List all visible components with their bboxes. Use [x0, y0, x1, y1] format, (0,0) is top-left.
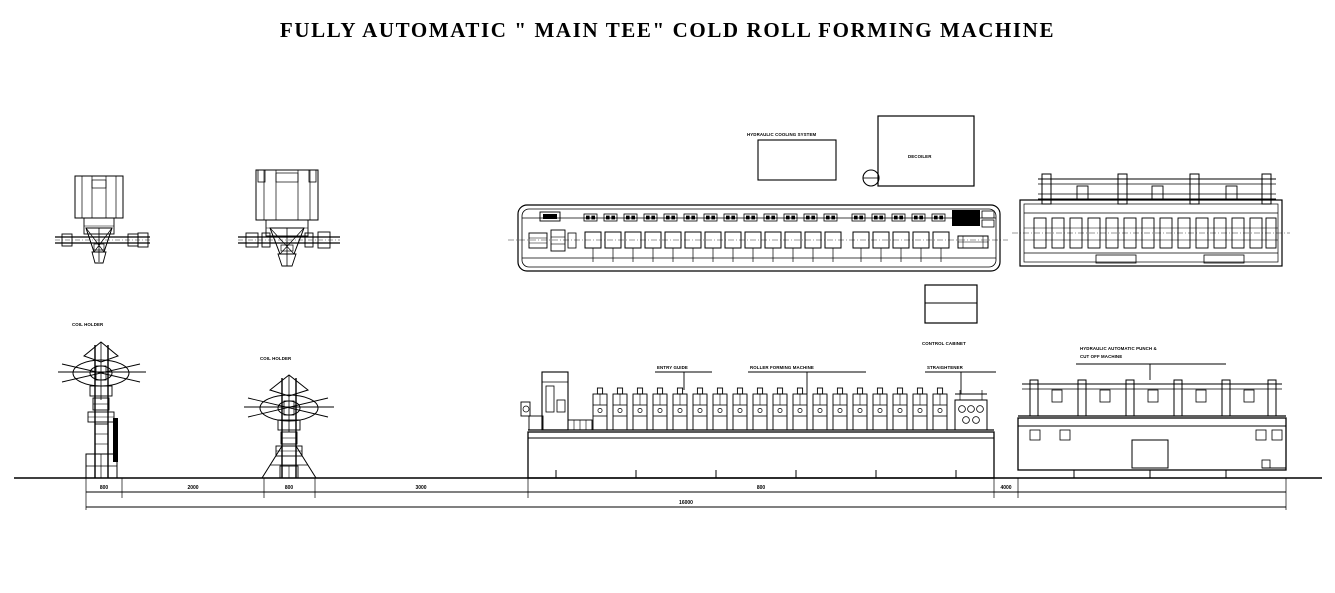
punch-die-blocks — [1033, 217, 1277, 249]
dim-seg-5: 800 — [757, 485, 766, 491]
dim-seg-3: 800 — [285, 485, 294, 491]
dim-seg-2: 2000 — [187, 485, 198, 491]
plan-station-row-upper — [583, 213, 946, 222]
control-cabinet-label: CONTROL CABINET — [922, 341, 966, 346]
dim-seg-1: 800 — [100, 485, 109, 491]
control-cabinet-plan — [924, 284, 978, 324]
punch-gantry-frames — [1038, 173, 1276, 205]
dim-seg-4: 3000 — [415, 485, 426, 491]
coil-holder-2-elevation — [244, 374, 334, 479]
straightener-label: STRAIGHTENER — [927, 365, 964, 370]
plan-station-ticks — [592, 248, 942, 262]
elevation-roll-stands — [592, 387, 948, 431]
dimension-chain: 800 2000 800 3000 800 4000 16000 — [85, 478, 1287, 510]
roll-forming-machine-plan-view — [508, 204, 1008, 272]
hydraulic-cooling-system-label: HYDRAULIC COOLING SYSTEM — [747, 132, 816, 137]
entry-guide-label: ENTRY GUIDE — [657, 365, 688, 370]
coil-holder-2-plan — [238, 169, 340, 267]
dim-overall: 16000 — [679, 500, 693, 506]
coil-holder-1-elevation — [58, 341, 146, 479]
decoiler-label: DECOILER — [908, 154, 932, 159]
straightener-elevation — [954, 390, 988, 431]
roller-forming-machine-label: ROLLER FORMING MACHINE — [750, 365, 814, 370]
punch-cutoff-label-line1: HYDRAULIC AUTOMATIC PUNCH & — [1080, 346, 1157, 351]
elevation-leader-lines — [655, 363, 1226, 394]
coil-holder-1-label: COIL HOLDER — [72, 322, 104, 327]
punch-elevation-posts — [1022, 379, 1282, 417]
dim-seg-6: 4000 — [1000, 485, 1011, 491]
roll-forming-machine-elevation-view — [520, 371, 995, 479]
punch-cutoff-plan-view — [1012, 173, 1290, 267]
punch-cutoff-elevation-view — [1017, 379, 1287, 478]
base-frame-legs — [555, 470, 957, 478]
hydraulic-cooling-system-plan — [757, 139, 837, 181]
coil-holder-2-label: COIL HOLDER — [260, 356, 292, 361]
punch-cutoff-label-line2: CUT OFF MACHINE — [1080, 354, 1122, 359]
coil-holder-1-plan — [55, 175, 150, 264]
decoiler-plan — [862, 115, 975, 187]
page-title: FULLY AUTOMATIC " MAIN TEE" COLD ROLL FO… — [279, 18, 1056, 42]
